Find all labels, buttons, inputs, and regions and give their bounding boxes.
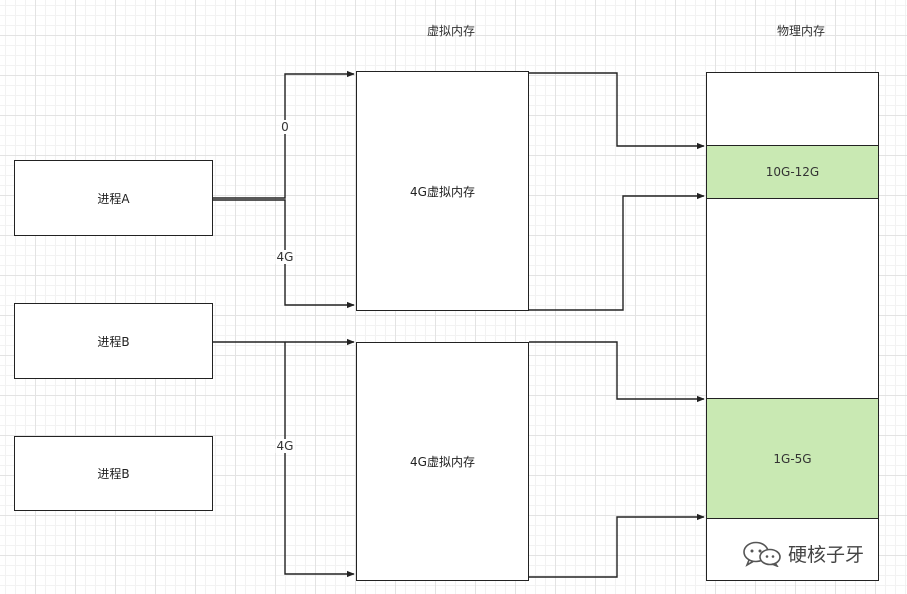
- physical-memory-header: 物理内存: [776, 24, 826, 38]
- virtual-memory-label-2: 4G虚拟内存: [410, 455, 475, 469]
- address-label-4g-b: 4G: [275, 439, 295, 453]
- physical-segment-1g-5g-label: 1G-5G: [773, 451, 812, 466]
- physical-memory-column: 10G-12G 1G-5G: [706, 72, 879, 581]
- watermark-text: 硬核子牙: [788, 544, 865, 566]
- process-b-label: 进程B: [97, 334, 130, 349]
- address-label-4g-a: 4G: [275, 250, 295, 264]
- arrow-a-start: [213, 70, 355, 199]
- arrow-b-end: [284, 342, 355, 578]
- process-b2-box: 进程B: [14, 436, 213, 511]
- arrow-v1-top: [529, 72, 705, 150]
- wechat-icon: [743, 541, 781, 567]
- virtual-memory-header: 虚拟内存: [426, 24, 476, 38]
- virtual-memory-block-2: 4G虚拟内存: [356, 342, 529, 581]
- arrow-v2-bottom: [529, 513, 705, 578]
- physical-segment-1g-5g: 1G-5G: [707, 398, 878, 519]
- physical-segment-10g-12g-label: 10G-12G: [765, 165, 820, 179]
- virtual-memory-block-1: 4G虚拟内存: [356, 71, 529, 311]
- physical-segment-10g-12g: 10G-12G: [707, 145, 878, 199]
- process-a-label: 进程A: [97, 191, 130, 206]
- watermark: 硬核子牙: [742, 540, 864, 567]
- process-a-box: 进程A: [14, 160, 213, 236]
- virtual-memory-label-1: 4G虚拟内存: [410, 184, 475, 199]
- process-b-box: 进程B: [14, 303, 213, 379]
- arrow-v2-top: [529, 341, 705, 403]
- arrow-v1-bottom: [529, 192, 705, 311]
- address-label-0: 0: [280, 120, 290, 134]
- process-b2-label: 进程B: [97, 467, 130, 481]
